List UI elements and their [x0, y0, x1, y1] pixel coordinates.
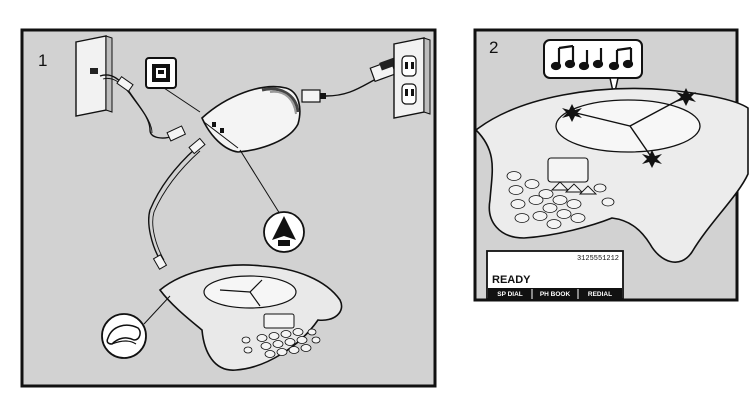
phone-handset-icon [101, 295, 171, 359]
softkey-redial[interactable]: REDIAL [588, 291, 612, 298]
phone-jack-icon [145, 57, 201, 113]
panel-2-number: 2 [489, 38, 498, 57]
softkey-sp-dial[interactable]: SP DIAL [497, 291, 523, 298]
conference-phone-port-icon [239, 149, 305, 253]
lcd-phone-number: 3125551212 [577, 255, 619, 263]
lcd-status: READY [492, 274, 531, 286]
ringer-music-notes-icon [543, 39, 643, 97]
panel-2: 2 [473, 28, 749, 302]
panel-1: 1 [20, 28, 437, 388]
power-outlet-icon [393, 37, 431, 119]
panel-1-number: 1 [38, 51, 47, 70]
conference-phone-2 [474, 87, 749, 263]
interface-module [201, 85, 301, 153]
softkey-ph-book[interactable]: PH BOOK [540, 291, 571, 298]
conference-phone-1 [158, 264, 343, 371]
lcd-display: 3125551212 READY SP DIAL PH BOOK REDIAL [486, 250, 624, 300]
wall-phone-jack [75, 35, 113, 117]
